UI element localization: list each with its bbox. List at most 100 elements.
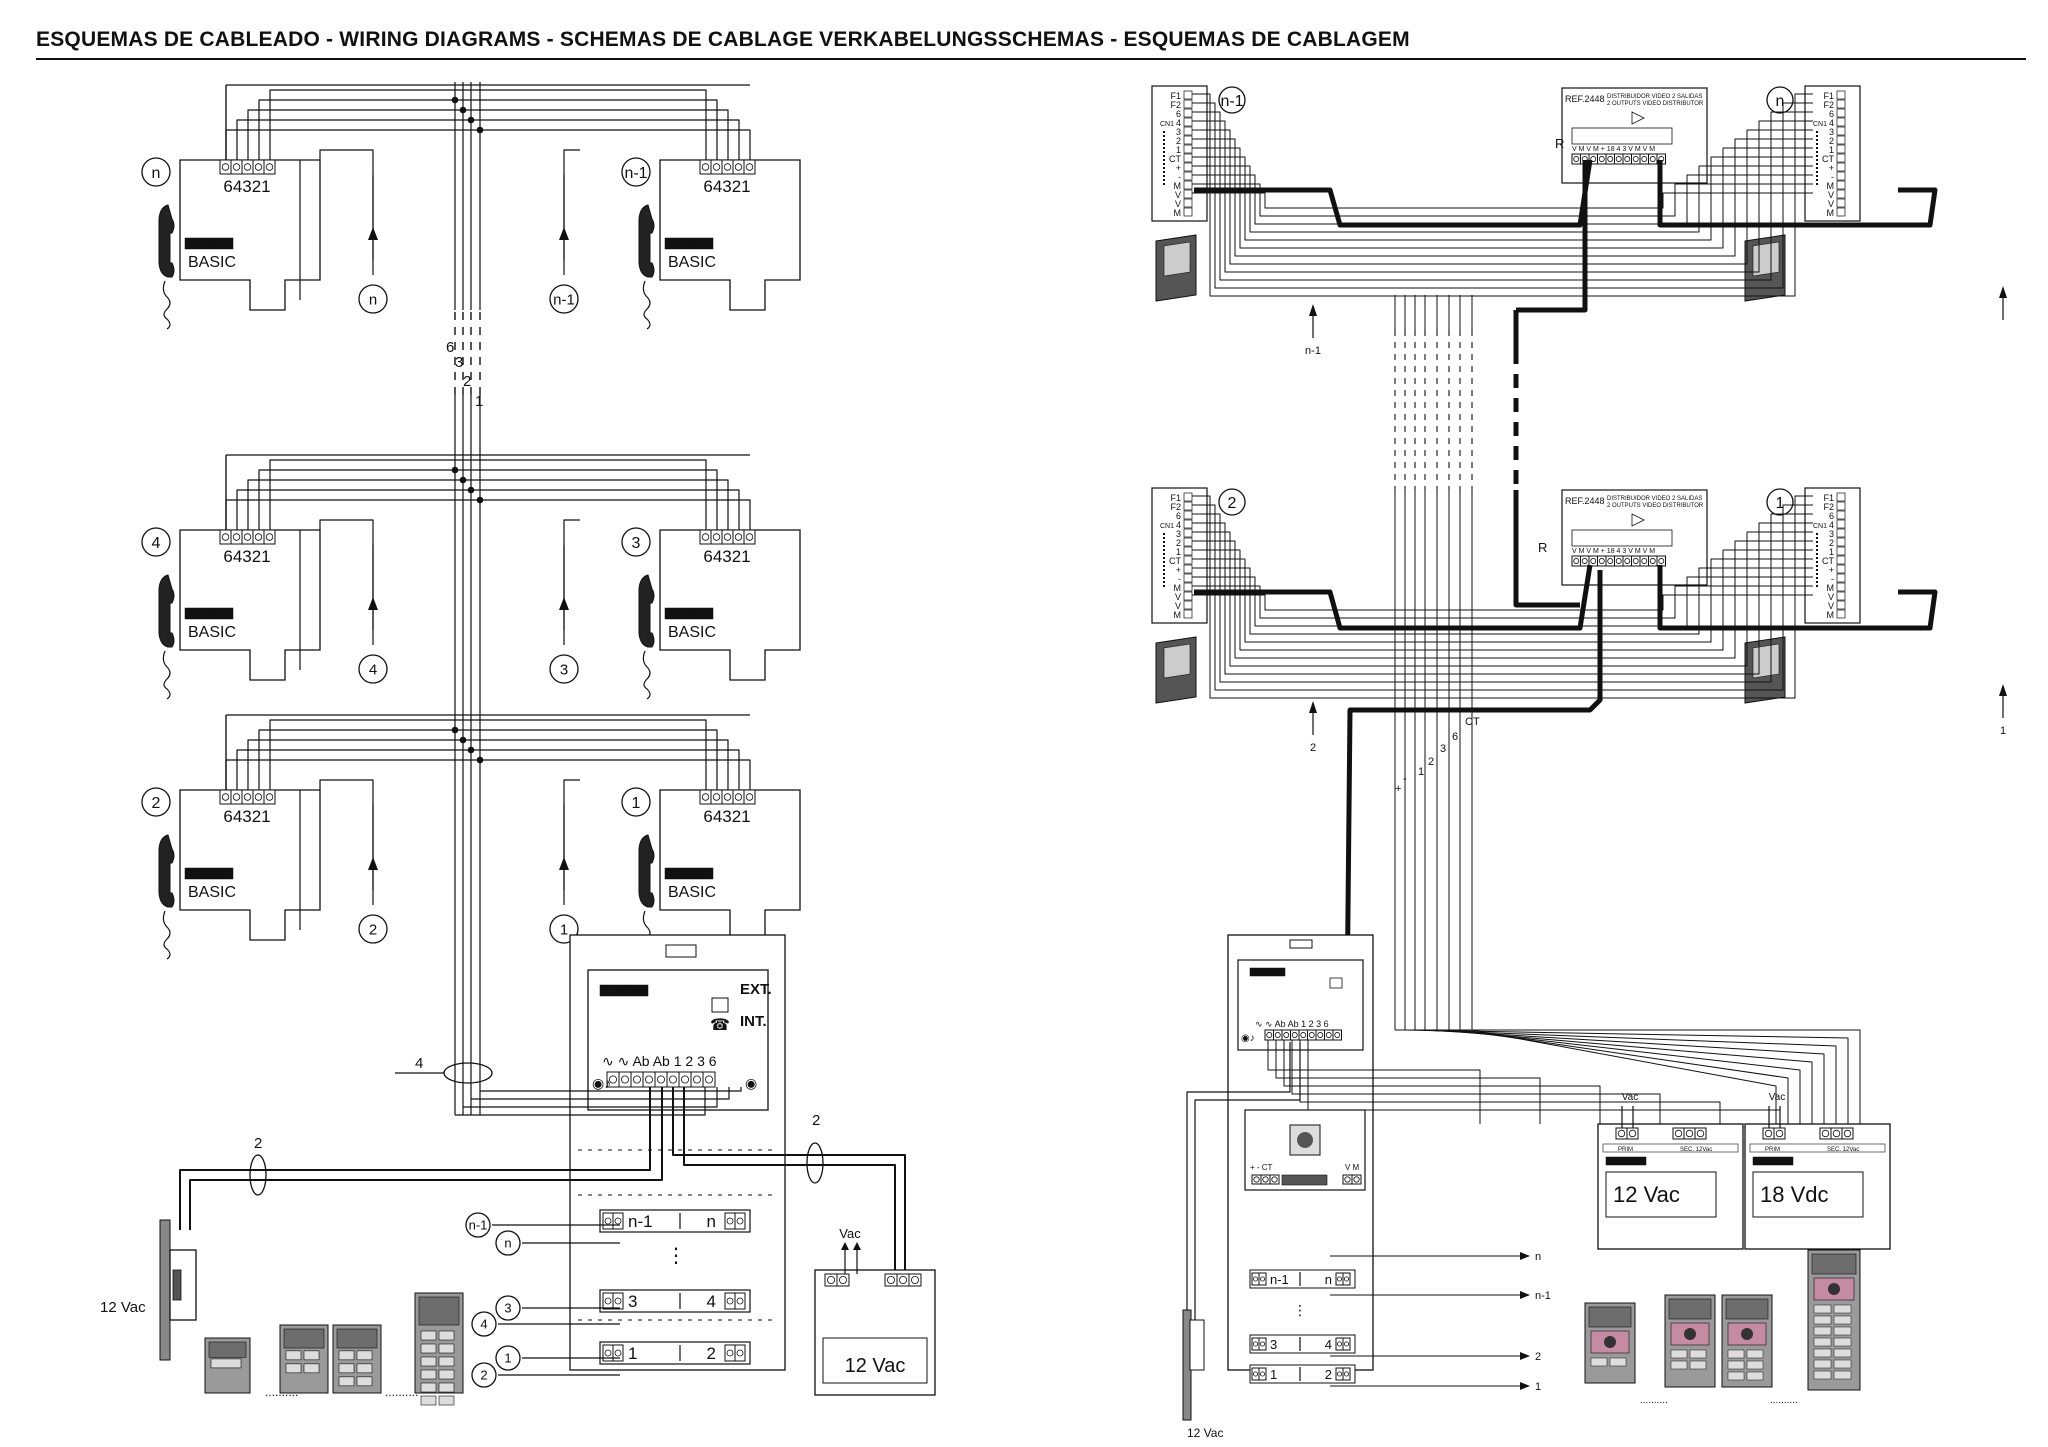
monitor-terminal-strip xyxy=(1151,487,1208,624)
terminal-screw xyxy=(1590,558,1597,564)
terminal-screw xyxy=(232,533,241,541)
phone-number-circle-label: 2 xyxy=(152,795,161,812)
button-right-label: 2 xyxy=(707,1344,716,1363)
psu-feed-wire xyxy=(1471,1029,1777,1124)
video-wire xyxy=(1657,565,1938,631)
terminal-screw xyxy=(681,1075,690,1084)
terminal-screw xyxy=(1615,156,1622,162)
terminal-screw xyxy=(1266,1032,1273,1038)
button-more-dots: ⋮ xyxy=(1293,1302,1307,1318)
terminal-screw xyxy=(1649,156,1656,162)
video-panel-button xyxy=(1813,1315,1832,1325)
riser-label: 6 xyxy=(1452,731,1458,743)
camera-terminal xyxy=(1251,1174,1262,1185)
button-right-label: 4 xyxy=(707,1292,716,1311)
call-circle xyxy=(471,1362,497,1388)
psu-face xyxy=(822,1337,928,1384)
bus-wire xyxy=(225,499,751,530)
riser-label: + xyxy=(1395,783,1401,795)
panel-terminal xyxy=(1273,1029,1283,1041)
psu-label-bar xyxy=(1749,1143,1886,1153)
video-panel-button xyxy=(1813,1348,1832,1358)
terminal-screw xyxy=(736,1349,744,1357)
terminal-screw xyxy=(1260,1276,1266,1282)
monitor-terminal xyxy=(1836,108,1846,118)
distributor-terminal xyxy=(1571,555,1581,567)
monitor-terminal-label: M xyxy=(1827,181,1835,191)
panel-phone-icon: ☎ xyxy=(710,1017,730,1034)
terminal-screw xyxy=(1253,1371,1259,1377)
terminal-screw xyxy=(1271,1176,1278,1183)
bus-wire xyxy=(236,119,740,160)
psu-input-arrow xyxy=(853,1242,861,1250)
handset-icon xyxy=(158,574,175,700)
terminal-screw xyxy=(1632,156,1639,162)
terminal-screw xyxy=(243,793,252,801)
panel-feed-wire xyxy=(1291,1040,1661,1124)
terminal-screw xyxy=(1674,1129,1683,1138)
terminal-screw xyxy=(887,1276,896,1285)
call-number-circle-label: n xyxy=(369,291,377,308)
call-arrow xyxy=(1309,304,1317,316)
bus-wire xyxy=(1192,558,1813,643)
terminal-screw xyxy=(1628,1129,1637,1138)
psu-terminal xyxy=(1672,1127,1685,1140)
panel-feed-wire xyxy=(1267,1040,1481,1124)
left-diagram: 632164321FERMAXBASICn64321FERMAXBASICn-1… xyxy=(100,82,936,1406)
psu-feed-wire xyxy=(1424,1029,1825,1124)
outdoor-panel-grille xyxy=(208,1341,247,1358)
terminal-screw xyxy=(745,793,754,801)
monitor-terminal-label: 6 xyxy=(1176,511,1181,521)
psu-terminal xyxy=(1615,1127,1628,1140)
video-panel-button xyxy=(1727,1349,1745,1359)
terminal-screw xyxy=(604,1297,612,1305)
terminal-screw xyxy=(604,1349,612,1357)
monitor-terminal-label: V xyxy=(1175,190,1181,200)
outdoor-panel-button xyxy=(438,1330,455,1341)
monitor-terminal xyxy=(1836,171,1846,181)
monitor-terminal xyxy=(1836,207,1846,217)
psu-terminal xyxy=(908,1273,922,1287)
more-dots: .......... xyxy=(265,1385,298,1399)
phone-terminal-digits: 64321 xyxy=(703,547,750,566)
handset-body xyxy=(158,574,175,648)
outdoor-panel-button xyxy=(420,1356,437,1367)
call-wire xyxy=(319,779,374,890)
monitor-number-circle xyxy=(1218,86,1246,114)
monitor-terminal xyxy=(1183,117,1193,127)
terminal-screw xyxy=(254,533,263,541)
monitor-screen xyxy=(1163,241,1191,277)
phone-terminal xyxy=(230,529,243,545)
call-circle xyxy=(495,1295,521,1321)
amplifier-symbol xyxy=(1631,513,1645,527)
call-circle xyxy=(471,1311,497,1337)
panel-terminal xyxy=(1290,1029,1300,1041)
psu-input-label: Vac xyxy=(839,1226,861,1241)
riser-label: 1 xyxy=(475,393,483,410)
panel-int-label: INT. xyxy=(740,1013,767,1030)
terminal-screw xyxy=(1308,1032,1315,1038)
distributor-terminal xyxy=(1580,555,1590,567)
distributor-terminal xyxy=(1622,153,1632,165)
bus-wire xyxy=(1192,540,1813,659)
call-number-circle-label: n-1 xyxy=(553,291,575,308)
terminal-screw xyxy=(1617,1129,1626,1138)
more-dots: .......... xyxy=(1770,1395,1798,1406)
panel-grille-icon xyxy=(1329,977,1343,989)
phone-terminal-digits: 64321 xyxy=(703,807,750,826)
terminal-screw xyxy=(1283,1032,1290,1038)
terminal-screw xyxy=(243,533,252,541)
video-panel-button xyxy=(1813,1370,1832,1380)
outdoor-panel-button xyxy=(356,1350,373,1361)
call-number-circle xyxy=(549,654,579,684)
terminal-screw xyxy=(1573,156,1580,162)
distributor-terminal xyxy=(1614,555,1624,567)
fermax-logo xyxy=(664,237,714,250)
terminal-screw xyxy=(726,1217,734,1225)
video-panel-button xyxy=(1833,1337,1852,1347)
bus-wire xyxy=(269,719,707,790)
fermax-logo xyxy=(184,867,234,880)
fermax-logo-text: FERMAX xyxy=(605,985,643,995)
